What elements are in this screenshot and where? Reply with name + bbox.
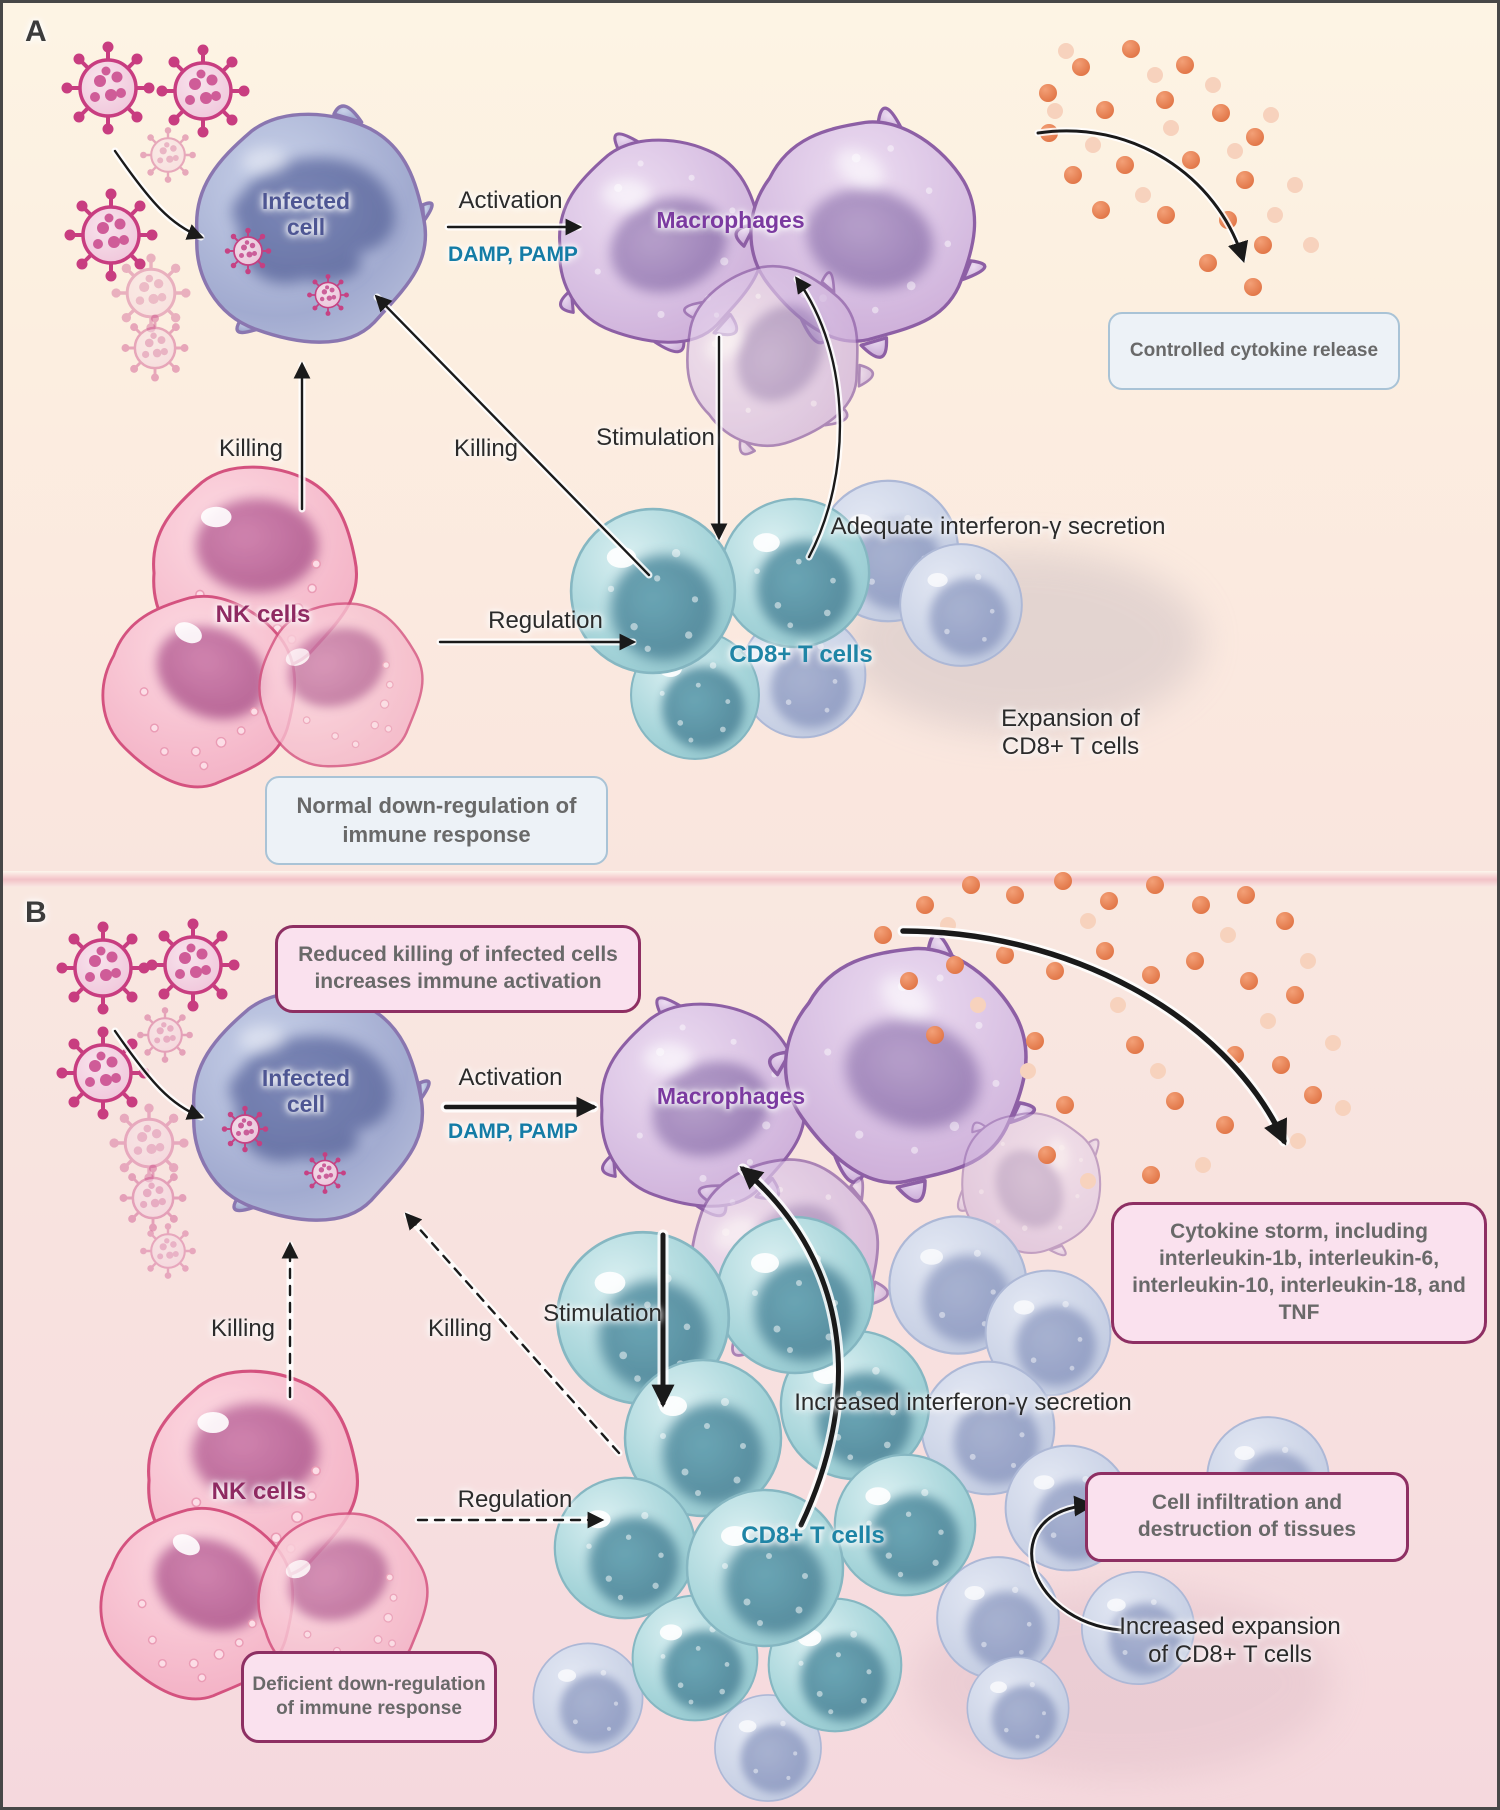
stimulation-label-b: Stimulation	[543, 1300, 662, 1327]
cd8-label-a: CD8+ T cells	[729, 641, 873, 668]
regulation-label-b: Regulation	[457, 1486, 573, 1513]
macrophages-label-b: Macrophages	[656, 1083, 806, 1109]
killing-nk-label-b: Killing	[210, 1315, 276, 1342]
infected-cell-label-a: Infected cell	[261, 188, 351, 240]
controlled-cytokine-box: Controlled cytokine release	[1108, 312, 1400, 390]
activation-label-a: Activation	[458, 187, 563, 214]
deficient-downregulation-box: Deficient down-regulation of immune resp…	[241, 1651, 497, 1743]
cytokine-storm-box: Cytokine storm, including interleukin-1b…	[1111, 1202, 1487, 1344]
cytokine-release-arrow-a	[1036, 129, 1249, 264]
figure-artwork	[54, 39, 1351, 1810]
damp-pamp-label-a: DAMP, PAMP	[448, 243, 578, 266]
virus-entry-arrow-b	[113, 1029, 205, 1120]
cytokines-b	[874, 872, 1351, 1189]
arrows-b	[111, 925, 1290, 1634]
arrows-a	[111, 127, 1249, 651]
killing-cd8-label-a: Killing	[453, 435, 519, 462]
virus-entry-arrow-a	[113, 149, 205, 240]
cell-infiltration-box: Cell infiltration and destruction of tis…	[1085, 1472, 1409, 1562]
cytokine-storm-arrow-b	[900, 928, 1287, 1146]
normal-downregulation-box: Normal down-regulation of immune respons…	[265, 776, 608, 865]
activation-label-b: Activation	[458, 1064, 563, 1091]
nk-cells-label-a: NK cells	[215, 601, 311, 628]
killing-nk-label-a: Killing	[218, 435, 284, 462]
panel-a-label: A	[25, 15, 47, 48]
reduced-killing-box: Reduced killing of infected cells increa…	[275, 925, 641, 1013]
cd8-label-b: CD8+ T cells	[741, 1522, 885, 1549]
cytokines-a	[1039, 40, 1319, 296]
stimulation-label-a: Stimulation	[596, 424, 715, 451]
interferon-arrow-a	[795, 276, 842, 559]
interferon-label-a: Adequate interferon-γ secretion	[830, 513, 1166, 540]
damp-pamp-label-b: DAMP, PAMP	[448, 1120, 578, 1143]
killing-arrow-cd8-b	[404, 1212, 621, 1455]
killing-cd8-label-b: Killing	[427, 1315, 493, 1342]
infected-cell-label-b: Infected cell	[261, 1065, 351, 1117]
interferon-arrow-b	[739, 1165, 841, 1528]
infiltration-arrow-b	[1030, 1495, 1123, 1632]
macrophages-label-a: Macrophages	[656, 207, 805, 233]
expansion-label-a: Expansion of CD8+ T cells	[1001, 705, 1140, 760]
interferon-label-b: Increased interferon-γ secretion	[794, 1389, 1132, 1416]
panel-b-artwork	[54, 872, 1351, 1801]
panel-a-artwork	[59, 39, 1319, 816]
killing-arrow-cd8-a	[374, 294, 651, 577]
nk-cells-label-b: NK cells	[211, 1478, 307, 1505]
panel-b-label: B	[25, 896, 47, 929]
panel-divider	[3, 871, 1497, 887]
regulation-label-a: Regulation	[488, 607, 603, 634]
nk-cells-a	[76, 467, 446, 816]
increased-expansion-label-b: Increased expansion of CD8+ T cells	[1119, 1613, 1341, 1668]
